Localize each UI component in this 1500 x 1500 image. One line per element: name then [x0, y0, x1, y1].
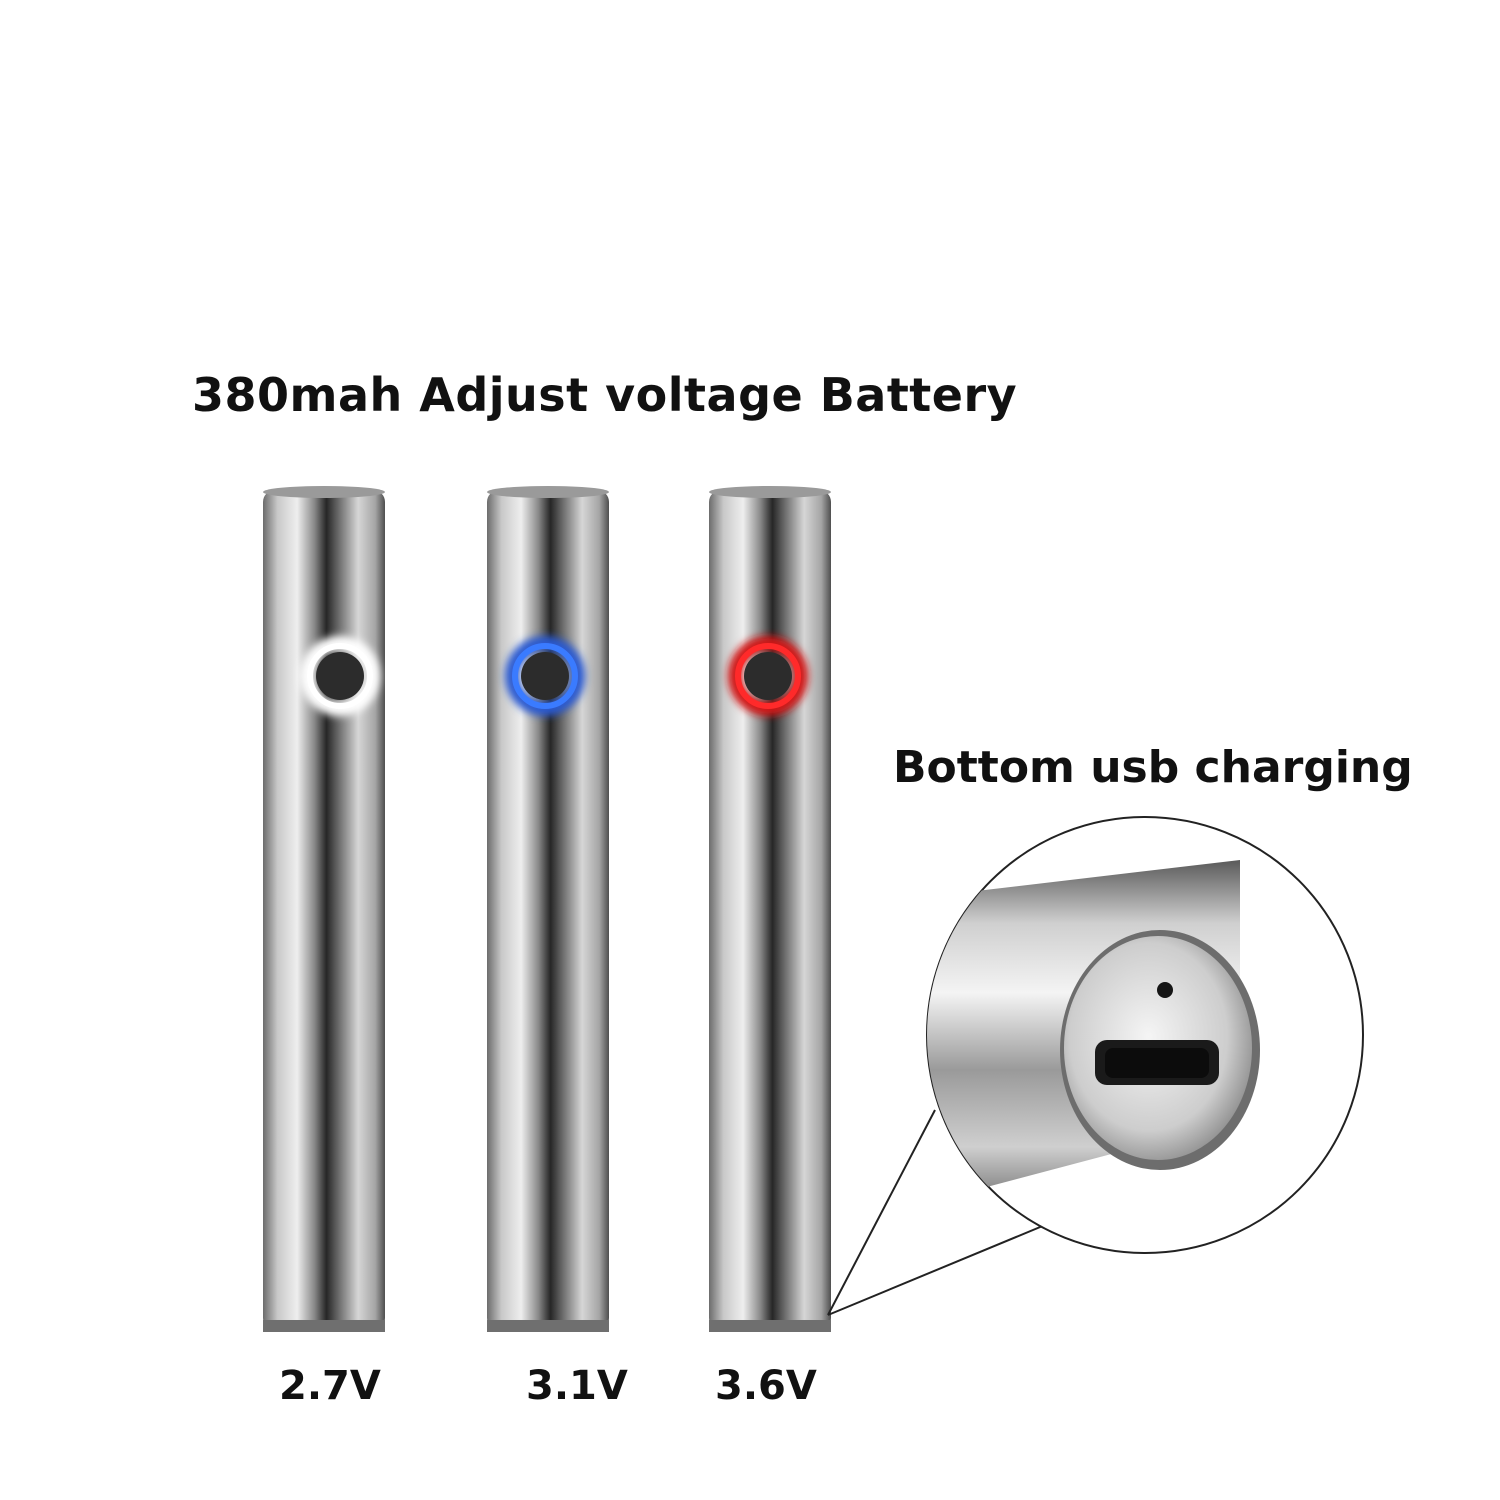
- usb-charging-callout: Bottom usb charging: [893, 742, 1413, 793]
- led-ring-blue: [505, 636, 585, 716]
- voltage-label-1: 2.7V: [279, 1363, 381, 1409]
- led-ring-red: [728, 636, 808, 716]
- led-ring-white: [300, 636, 380, 716]
- pinhole-icon: [1157, 982, 1173, 998]
- headline: 380mah Adjust voltage Battery: [192, 368, 1018, 422]
- zoom-pointer: [827, 1109, 1046, 1316]
- battery-2: [487, 486, 609, 1332]
- battery-3: [709, 486, 831, 1332]
- battery-1: [263, 486, 385, 1332]
- voltage-label-3: 3.6V: [715, 1363, 817, 1409]
- usb-port-zoom: [926, 816, 1364, 1254]
- voltage-label-2: 3.1V: [526, 1363, 628, 1409]
